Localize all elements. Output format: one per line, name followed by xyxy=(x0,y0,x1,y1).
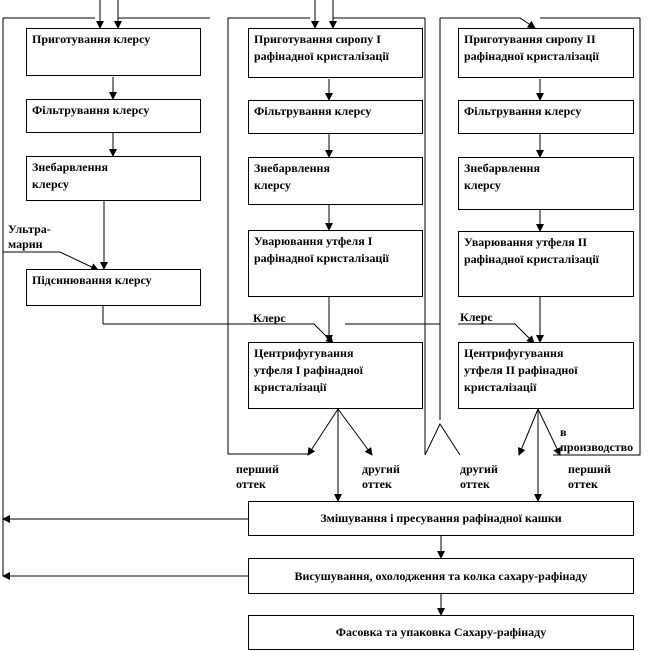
box-boil2: Уварювання утфеля II рафінадної кристалі… xyxy=(458,231,634,297)
arrow-second-syrup2 xyxy=(517,408,539,456)
box-boil1: Уварювання утфеля I рафінадної кристаліз… xyxy=(248,230,423,297)
arrow-to-production xyxy=(537,408,561,456)
box-filter-clear: Фільтрування клерсу xyxy=(26,99,201,133)
box-pack: Фасовка та упаковка Сахару-рафінаду xyxy=(248,615,634,650)
box-centr2: Центрифугування утфеля II рафінадної кри… xyxy=(458,342,634,409)
second-syrup-crossover xyxy=(424,422,461,456)
box-centr1: Центрифугування утфеля I рафінадної крис… xyxy=(248,342,423,409)
clear-arrow-col2 xyxy=(244,323,334,344)
label-clear-col2: Клерс xyxy=(253,311,286,325)
box-prep-clear: Приготування клерсу xyxy=(26,28,201,76)
box-syrup1: Приготування сиропу I рафінадної кристал… xyxy=(248,28,423,78)
arrow-ultramarine xyxy=(3,251,99,271)
clear-arrow-col3 xyxy=(458,323,535,344)
col3-right-border xyxy=(553,18,641,456)
label-second-syrup1: другий оттек xyxy=(362,462,400,491)
label-first-syrup2: перший оттек xyxy=(568,462,611,491)
arrow-second-syrup1 xyxy=(337,408,373,456)
label-first-syrup1: перший оттек xyxy=(236,462,279,491)
arrow-first-syrup1 xyxy=(307,408,339,456)
box-mix-press: Змішування і пресування рафінадної кашки xyxy=(248,501,634,536)
label-ultramarine: Ультра- марин xyxy=(8,222,51,251)
box-filter2: Фільтрування клерсу xyxy=(458,100,634,134)
label-clear-col3: Клерс xyxy=(460,310,493,324)
box-syrup2: Приготування сиропу II рафінадної криста… xyxy=(458,28,634,78)
box-decolor1: Знебарвлення клерсу xyxy=(248,157,423,205)
col2-left-border xyxy=(227,17,310,455)
box-dry: Висушування, охолодження та колка сахару… xyxy=(248,558,634,594)
label-second-syrup2: другий оттек xyxy=(460,462,498,491)
left-feed-line xyxy=(2,17,95,215)
box-filter1: Фільтрування клерсу xyxy=(248,100,423,134)
box-blue-clear: Підсинювання клерсу xyxy=(26,269,201,306)
box-decolor-clear: Знебарвлення клерсу xyxy=(26,156,201,201)
label-to-production: в производство xyxy=(560,425,634,454)
col3-top-line xyxy=(440,17,536,29)
box-decolor2: Знебарвлення клерсу xyxy=(458,157,634,210)
